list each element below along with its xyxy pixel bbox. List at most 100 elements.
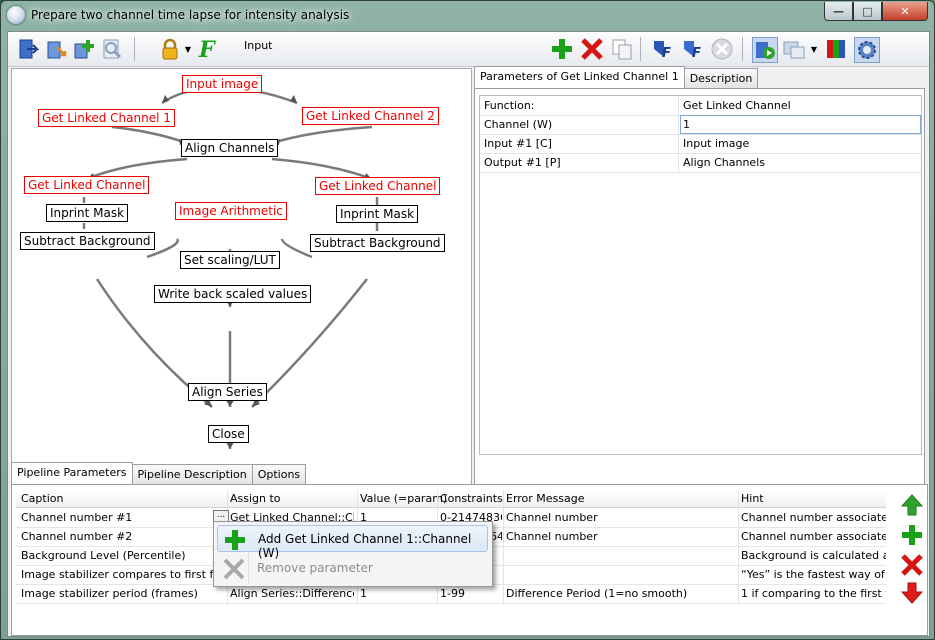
- delete-icon[interactable]: [580, 37, 604, 61]
- node-get-linked-channel-1[interactable]: Get Linked Channel 1: [38, 109, 175, 127]
- node-inprint-mask-right[interactable]: Inprint Mask: [336, 205, 419, 223]
- zoom-icon[interactable]: [100, 37, 124, 61]
- cell-hint[interactable]: Channel number associated w: [741, 511, 886, 524]
- add-module-icon[interactable]: [72, 37, 96, 61]
- client-area: ▼ F Input F F: [7, 31, 930, 637]
- open-icon[interactable]: [16, 37, 40, 61]
- param-name: Input #1 [C]: [484, 137, 552, 150]
- cell-constraints[interactable]: 0-214748364: [440, 511, 502, 524]
- cell-error[interactable]: Channel number: [506, 511, 598, 524]
- cell-hint[interactable]: “Yes” is the fastest way of ima: [741, 568, 886, 581]
- node-set-scaling-lut[interactable]: Set scaling/LUT: [180, 251, 280, 269]
- toolbar-separator: [134, 37, 135, 61]
- table-row[interactable]: Channel (W) 1: [480, 115, 921, 135]
- param-value: Align Channels: [683, 156, 765, 169]
- formula-input[interactable]: Input: [244, 39, 273, 52]
- add-icon[interactable]: [550, 37, 574, 61]
- title-bar[interactable]: Prepare two channel time lapse for inten…: [1, 1, 934, 31]
- cell-hint[interactable]: Channel number associated w: [741, 530, 886, 543]
- cell-caption[interactable]: Image stabilizer compares to first frame: [21, 568, 226, 581]
- node-inprint-mask-left[interactable]: Inprint Mask: [46, 204, 129, 222]
- pipeline-alt-icon[interactable]: F: [680, 37, 704, 61]
- cell-error[interactable]: Difference Period (1=no smooth): [506, 587, 688, 600]
- column-header-assign[interactable]: Assign to: [230, 492, 281, 505]
- cell-caption[interactable]: Channel number #1: [21, 511, 133, 524]
- menu-gutter: [248, 524, 249, 584]
- dropdown-arrow-icon[interactable]: ▼: [184, 44, 192, 54]
- close-button[interactable]: ✕: [882, 2, 928, 21]
- column-header-caption[interactable]: Caption: [21, 492, 64, 505]
- tab-options[interactable]: Options: [251, 464, 307, 484]
- column-header-hint[interactable]: Hint: [741, 492, 764, 505]
- bottom-tabs: Pipeline Parameters Pipeline Description…: [11, 462, 307, 484]
- dropdown-arrow-icon[interactable]: ▼: [810, 44, 818, 54]
- tab-pipeline-parameters[interactable]: Pipeline Parameters: [11, 462, 133, 484]
- menu-item-remove-parameter[interactable]: Remove parameter: [217, 555, 488, 582]
- stop-icon[interactable]: [710, 37, 734, 61]
- settings-icon[interactable]: [854, 37, 880, 63]
- table-row[interactable]: Image stabilizer period (frames) Align S…: [16, 584, 886, 604]
- pipeline-diagram[interactable]: Input image Get Linked Channel 1 Get Lin…: [11, 68, 472, 490]
- param-value: Input image: [683, 137, 750, 150]
- run-icon[interactable]: [752, 37, 778, 63]
- pipeline-icon[interactable]: F: [650, 37, 674, 61]
- cell-constraints[interactable]: 64: [490, 530, 502, 543]
- menu-item-add-linked-channel[interactable]: Add Get Linked Channel 1::Channel (W): [217, 525, 488, 560]
- channel-value-field[interactable]: [680, 115, 921, 134]
- table-row[interactable]: Output #1 [P] Align Channels: [480, 153, 921, 173]
- cell-caption[interactable]: Image stabilizer period (frames): [21, 587, 198, 600]
- app-logo-icon: [7, 6, 25, 24]
- cell-hint[interactable]: Background is calculated as fr: [741, 549, 886, 562]
- column-header-value[interactable]: Value (=param): [360, 492, 448, 505]
- cell-value[interactable]: 1: [360, 511, 367, 524]
- cell-constraints[interactable]: 1-99: [440, 587, 465, 600]
- lock-icon[interactable]: [158, 37, 182, 61]
- remove-parameter-icon[interactable]: [899, 552, 925, 578]
- column-header-constraints[interactable]: Constraints: [440, 492, 503, 505]
- copy-icon[interactable]: [610, 37, 634, 61]
- toolbar-separator: [640, 37, 641, 61]
- cell-value[interactable]: 1: [360, 587, 367, 600]
- tab-description[interactable]: Description: [683, 68, 759, 88]
- table-row[interactable]: Input #1 [C] Input image: [480, 134, 921, 154]
- column-divider: [678, 134, 679, 153]
- node-input-image[interactable]: Input image: [182, 75, 263, 93]
- move-down-icon[interactable]: [899, 580, 925, 606]
- param-name: Function:: [484, 99, 535, 112]
- open-folder-icon[interactable]: [44, 37, 68, 61]
- remove-icon: [223, 558, 245, 580]
- palette-icon[interactable]: [824, 37, 848, 61]
- add-parameter-icon[interactable]: [899, 522, 925, 548]
- table-row[interactable]: Channel number #1 ... Get Linked Channel…: [16, 508, 886, 528]
- parameters-tab-body: Function: Get Linked Channel Channel (W)…: [474, 88, 925, 490]
- table-row[interactable]: Function: Get Linked Channel: [480, 96, 921, 116]
- tab-parameters[interactable]: Parameters of Get Linked Channel 1: [474, 66, 685, 88]
- cell-hint[interactable]: 1 if comparing to the first frame: [741, 587, 886, 600]
- param-value[interactable]: 1: [683, 118, 690, 131]
- node-align-channels[interactable]: Align Channels: [181, 139, 279, 157]
- minimize-button[interactable]: —: [824, 2, 853, 21]
- column-divider: [678, 153, 679, 172]
- cell-caption[interactable]: Channel number #2: [21, 530, 133, 543]
- cell-error[interactable]: Channel number: [506, 530, 598, 543]
- move-up-icon[interactable]: [899, 492, 925, 518]
- node-subtract-background-right[interactable]: Subtract Background: [310, 234, 445, 252]
- cell-assign[interactable]: Align Series::Difference Pe: [230, 587, 354, 600]
- node-write-back-scaled-values[interactable]: Write back scaled values: [154, 285, 312, 303]
- node-get-linked-channel-left[interactable]: Get Linked Channel: [24, 176, 150, 194]
- toolbar: ▼ F Input F F: [8, 32, 929, 67]
- node-get-linked-channel-right[interactable]: Get Linked Channel: [315, 177, 441, 195]
- formula-icon[interactable]: F: [196, 37, 220, 61]
- network-icon[interactable]: [782, 37, 806, 61]
- cell-assign[interactable]: Get Linked Channel::Chann: [230, 511, 354, 524]
- node-subtract-background-left[interactable]: Subtract Background: [20, 232, 155, 250]
- node-get-linked-channel-2[interactable]: Get Linked Channel 2: [302, 107, 439, 125]
- column-header-error[interactable]: Error Message: [506, 492, 585, 505]
- tab-pipeline-description[interactable]: Pipeline Description: [131, 464, 253, 484]
- cell-caption[interactable]: Background Level (Percentile): [21, 549, 186, 562]
- node-close[interactable]: Close: [208, 425, 249, 443]
- node-align-series[interactable]: Align Series: [188, 383, 267, 401]
- param-name: Output #1 [P]: [484, 156, 561, 169]
- maximize-button[interactable]: □: [853, 2, 882, 21]
- node-image-arithmetic[interactable]: Image Arithmetic: [175, 202, 287, 220]
